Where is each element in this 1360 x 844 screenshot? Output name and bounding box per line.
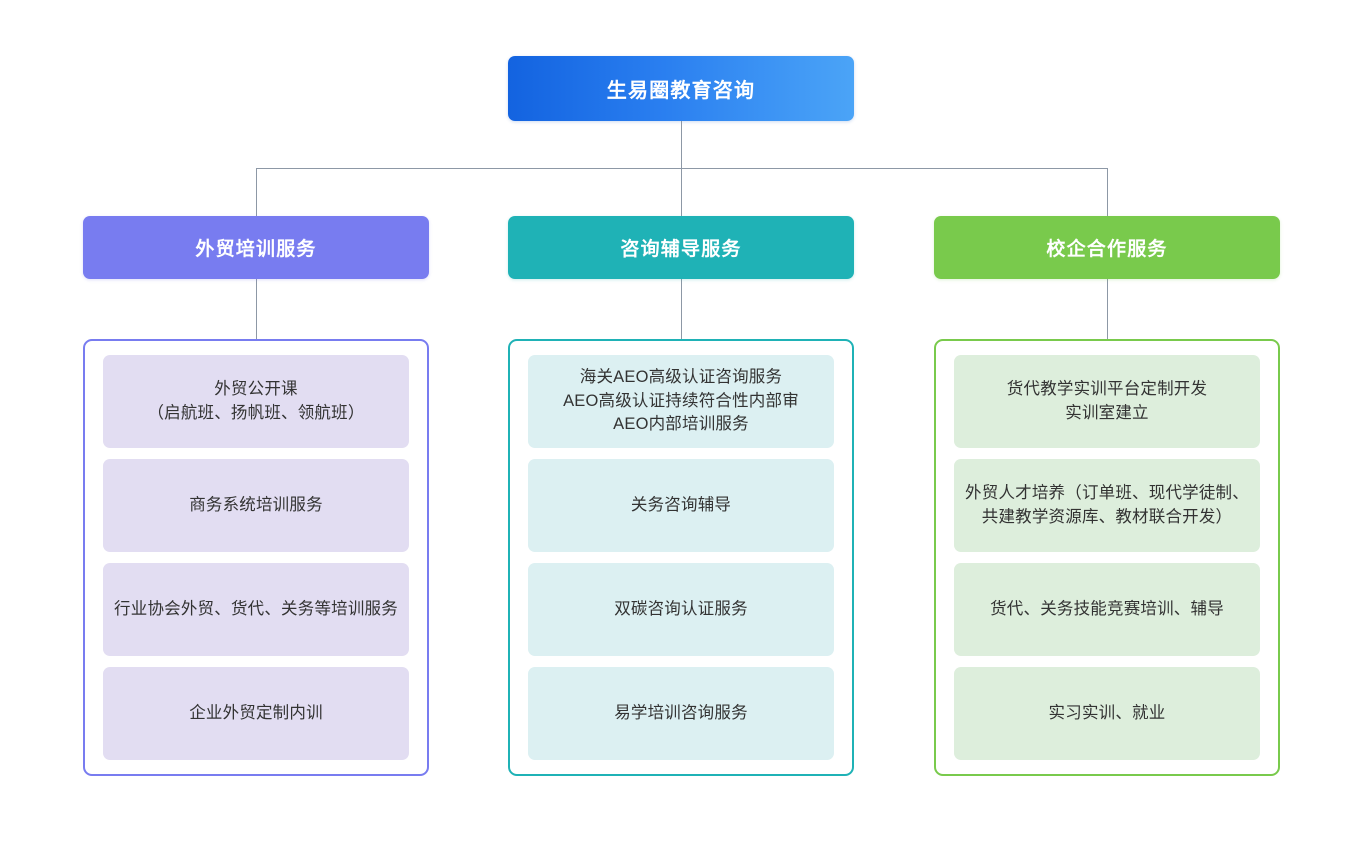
- item-card-label: 货代教学实训平台定制开发 实训室建立: [1006, 380, 1208, 422]
- item-card-label: 易学培训咨询服务: [614, 703, 748, 722]
- item-card-label: 商务系统培训服务: [189, 495, 323, 514]
- item-card[interactable]: 实习实训、就业: [954, 667, 1260, 760]
- item-card-label: 外贸人才培养（订单班、现代学徒制、共建教学资源库、教材联合开发）: [965, 484, 1249, 526]
- item-card[interactable]: 关务咨询辅导: [528, 459, 834, 552]
- branch-header-label: 外贸培训服务: [195, 239, 317, 260]
- item-card-label: 海关AEO高级认证咨询服务 AEO高级认证持续符合性内部审 AEO内部培训服务: [563, 368, 799, 434]
- item-card[interactable]: 外贸人才培养（订单班、现代学徒制、共建教学资源库、教材联合开发）: [954, 459, 1260, 552]
- branch-header-label: 咨询辅导服务: [620, 239, 742, 260]
- item-card[interactable]: 易学培训咨询服务: [528, 667, 834, 760]
- item-card-label: 外贸公开课 （启航班、扬帆班、领航班）: [147, 380, 365, 422]
- item-card[interactable]: 货代教学实训平台定制开发 实训室建立: [954, 355, 1260, 448]
- item-card-label: 企业外贸定制内训: [189, 703, 323, 722]
- branch-header-school-enterprise[interactable]: 校企合作服务: [934, 216, 1280, 279]
- item-card-label: 双碳咨询认证服务: [614, 599, 748, 618]
- items-container-school-enterprise: 货代教学实训平台定制开发 实训室建立 外贸人才培养（订单班、现代学徒制、共建教学…: [934, 339, 1280, 776]
- connector-root-stem: [681, 121, 682, 168]
- item-card[interactable]: 外贸公开课 （启航班、扬帆班、领航班）: [103, 355, 409, 448]
- connector-drop-branch-2: [681, 168, 682, 216]
- item-card[interactable]: 海关AEO高级认证咨询服务 AEO高级认证持续符合性内部审 AEO内部培训服务: [528, 355, 834, 448]
- branch-header-label: 校企合作服务: [1046, 239, 1168, 260]
- item-card[interactable]: 商务系统培训服务: [103, 459, 409, 552]
- connector-drop-branch-3: [1107, 168, 1108, 216]
- root-node-education-consulting[interactable]: 生易圈教育咨询: [508, 56, 854, 121]
- item-card[interactable]: 行业协会外贸、货代、关务等培训服务: [103, 563, 409, 656]
- item-card[interactable]: 企业外贸定制内训: [103, 667, 409, 760]
- connector-header-to-items-2: [681, 279, 682, 339]
- item-card-label: 货代、关务技能竞赛培训、辅导: [990, 599, 1224, 618]
- connector-header-to-items-3: [1107, 279, 1108, 339]
- connector-header-to-items-1: [256, 279, 257, 339]
- item-card-label: 实习实训、就业: [1048, 703, 1166, 722]
- items-container-consulting-tutoring: 海关AEO高级认证咨询服务 AEO高级认证持续符合性内部审 AEO内部培训服务 …: [508, 339, 854, 776]
- root-node-label: 生易圈教育咨询: [606, 80, 756, 102]
- item-card[interactable]: 双碳咨询认证服务: [528, 563, 834, 656]
- item-card-label: 关务咨询辅导: [630, 495, 732, 514]
- branch-header-trade-training[interactable]: 外贸培训服务: [83, 216, 429, 279]
- item-card-label: 行业协会外贸、货代、关务等培训服务: [114, 599, 398, 618]
- connector-drop-branch-1: [256, 168, 257, 216]
- branch-header-consulting-tutoring[interactable]: 咨询辅导服务: [508, 216, 854, 279]
- items-container-trade-training: 外贸公开课 （启航班、扬帆班、领航班） 商务系统培训服务 行业协会外贸、货代、关…: [83, 339, 429, 776]
- item-card[interactable]: 货代、关务技能竞赛培训、辅导: [954, 563, 1260, 656]
